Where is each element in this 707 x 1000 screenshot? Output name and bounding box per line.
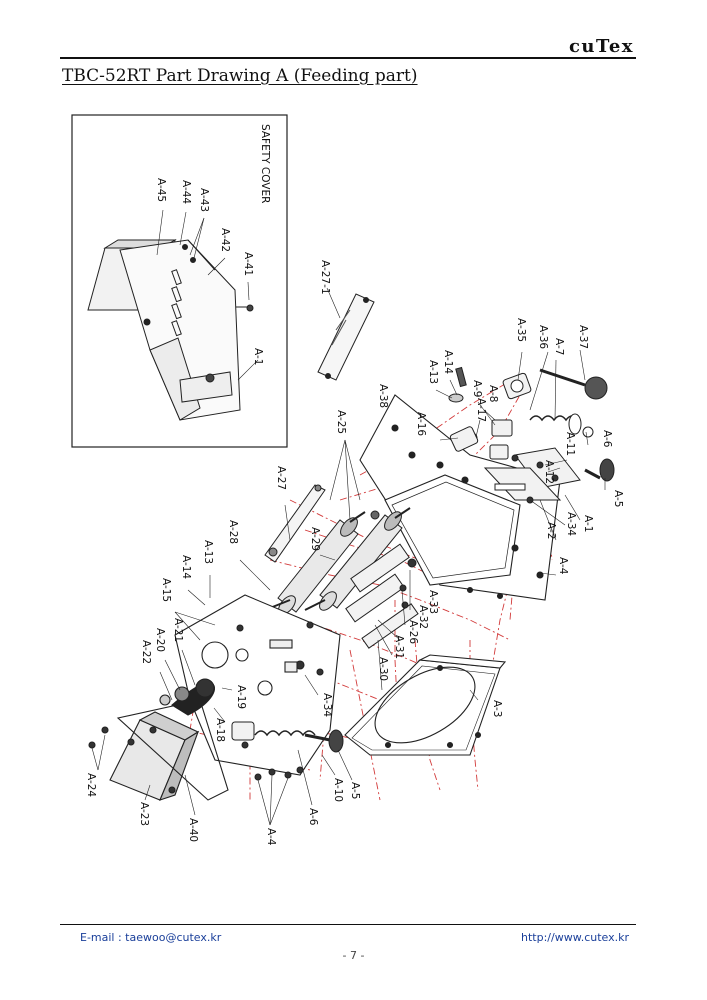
label-a34-bottom: A-34 [321,693,333,717]
label-a29: A-29 [309,527,321,551]
label-a31: A-31 [393,635,405,659]
brand-logo-text: cuTex [568,36,634,57]
label-a7: A-7 [553,338,565,355]
label-a20: A-20 [154,628,166,652]
header-rule [60,57,636,59]
label-a25: A-25 [335,410,347,434]
label-a43: A-43 [198,188,210,212]
side-plate-a15 [174,594,341,776]
part-labels: A-37 A-36 A-7 A-35 A-14 A-13 A-9 A-8 A-1… [85,318,624,846]
label-a11: A-11 [564,432,576,456]
label-a6-bottom: A-6 [307,808,319,826]
label-a34-top: A-34 [565,512,577,536]
bracket-a27 [264,484,326,563]
label-a6-top: A-6 [601,430,613,448]
label-a44: A-44 [180,180,192,204]
label-a27: A-27 [275,466,287,490]
label-a14-top: A-14 [442,350,454,374]
label-a22: A-22 [140,640,152,664]
main-leaders [91,349,606,826]
footer-email[interactable]: E-mail : taewoo@cutex.kr [80,931,222,944]
front-panel-a38 [359,394,561,601]
inset-frame [71,114,288,448]
label-a17: A-17 [475,398,487,422]
safety-cover-inset: SAFETY COVER [71,114,288,448]
label-a24: A-24 [85,773,97,797]
lower-adjuster [231,721,344,781]
cover-plate-a27-1 [317,287,375,381]
label-a40: A-40 [187,818,199,842]
label-a4-top: A-4 [557,557,569,575]
label-a35: A-35 [515,318,527,342]
label-a8: A-8 [487,385,499,402]
label-a5-bottom: A-5 [349,782,361,799]
label-a23: A-23 [138,802,150,826]
label-a13-top: A-13 [427,360,439,384]
label-a10: A-10 [332,778,344,802]
label-a19: A-19 [235,685,247,709]
footer-website-link[interactable]: http://www.cutex.kr [521,931,629,944]
base-plate-a3 [344,654,507,756]
label-a26: A-26 [407,620,419,644]
motor-assembly [88,678,229,801]
label-a27-1: A-27-1 [319,260,331,295]
label-a4-bottom: A-4 [265,828,277,846]
page-number: - 7 - [342,949,365,962]
label-a37: A-37 [577,325,589,349]
safety-cover-housing [87,239,254,421]
label-a21: A-21 [172,618,184,642]
label-a18: A-18 [214,718,226,742]
label-a3: A-3 [491,700,503,717]
inset-title: SAFETY COVER [259,124,271,203]
label-a33: A-33 [427,590,439,614]
label-a30: A-30 [377,657,389,681]
label-a16: A-16 [415,412,427,436]
label-a9: A-9 [471,380,483,397]
label-a45: A-45 [155,178,167,202]
page-title: TBC-52RT Part Drawing A (Feeding part) [62,66,418,86]
label-a32: A-32 [417,605,429,629]
label-a42: A-42 [219,228,231,252]
label-a12: A-12 [543,460,555,484]
label-a36: A-36 [537,325,549,349]
label-a5-top: A-5 [612,490,624,507]
label-a1-inset: A-1 [252,348,264,365]
upper-right-hardware [448,366,615,504]
label-a14-left: A-14 [180,555,192,579]
inset-leaders [156,209,259,381]
label-a13-left: A-13 [202,540,214,564]
label-a2: A-2 [545,522,557,539]
label-a38: A-38 [377,384,389,408]
label-a28: A-28 [227,520,239,544]
footer-rule [60,924,636,925]
label-a41: A-41 [242,252,254,276]
label-a1: A-1 [582,515,594,532]
label-a15: A-15 [160,578,172,602]
